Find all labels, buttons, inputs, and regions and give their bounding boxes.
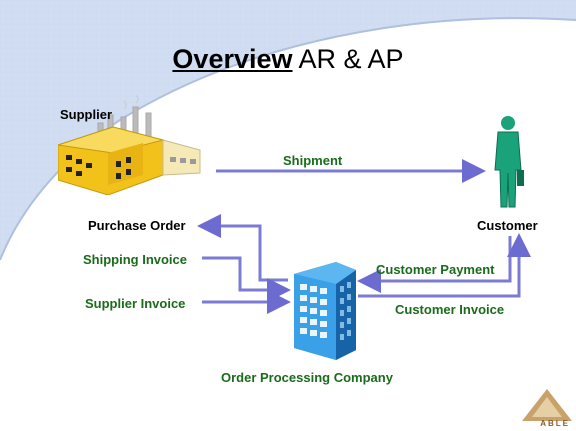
customer-invoice-arrow: [358, 233, 531, 298]
able-logo-icon: [522, 389, 572, 421]
purchase-order-arrow: [197, 214, 288, 282]
shipping-invoice-arrow: [202, 256, 291, 302]
customer-label: Customer: [477, 218, 538, 233]
title-rest: AR & AP: [292, 44, 404, 74]
person-icon: [494, 116, 524, 208]
supplier-invoice-label: Supplier Invoice: [85, 296, 186, 311]
factory-icon: [58, 95, 201, 195]
building-icon: [294, 262, 356, 360]
title-bold: Overview: [172, 44, 293, 74]
slide-title: Overview AR & AP: [0, 44, 576, 75]
order-processing-label: Order Processing Company: [221, 370, 393, 385]
shipping-invoice-label: Shipping Invoice: [83, 252, 188, 267]
customer-invoice-label: Customer Invoice: [395, 302, 505, 317]
supplier-label: Supplier: [60, 107, 113, 122]
logo-text: ABLE: [540, 419, 570, 428]
shipment-label: Shipment: [283, 153, 343, 168]
purchase-order-label: Purchase Order: [88, 218, 186, 233]
customer-payment-label: Customer Payment: [376, 262, 495, 277]
